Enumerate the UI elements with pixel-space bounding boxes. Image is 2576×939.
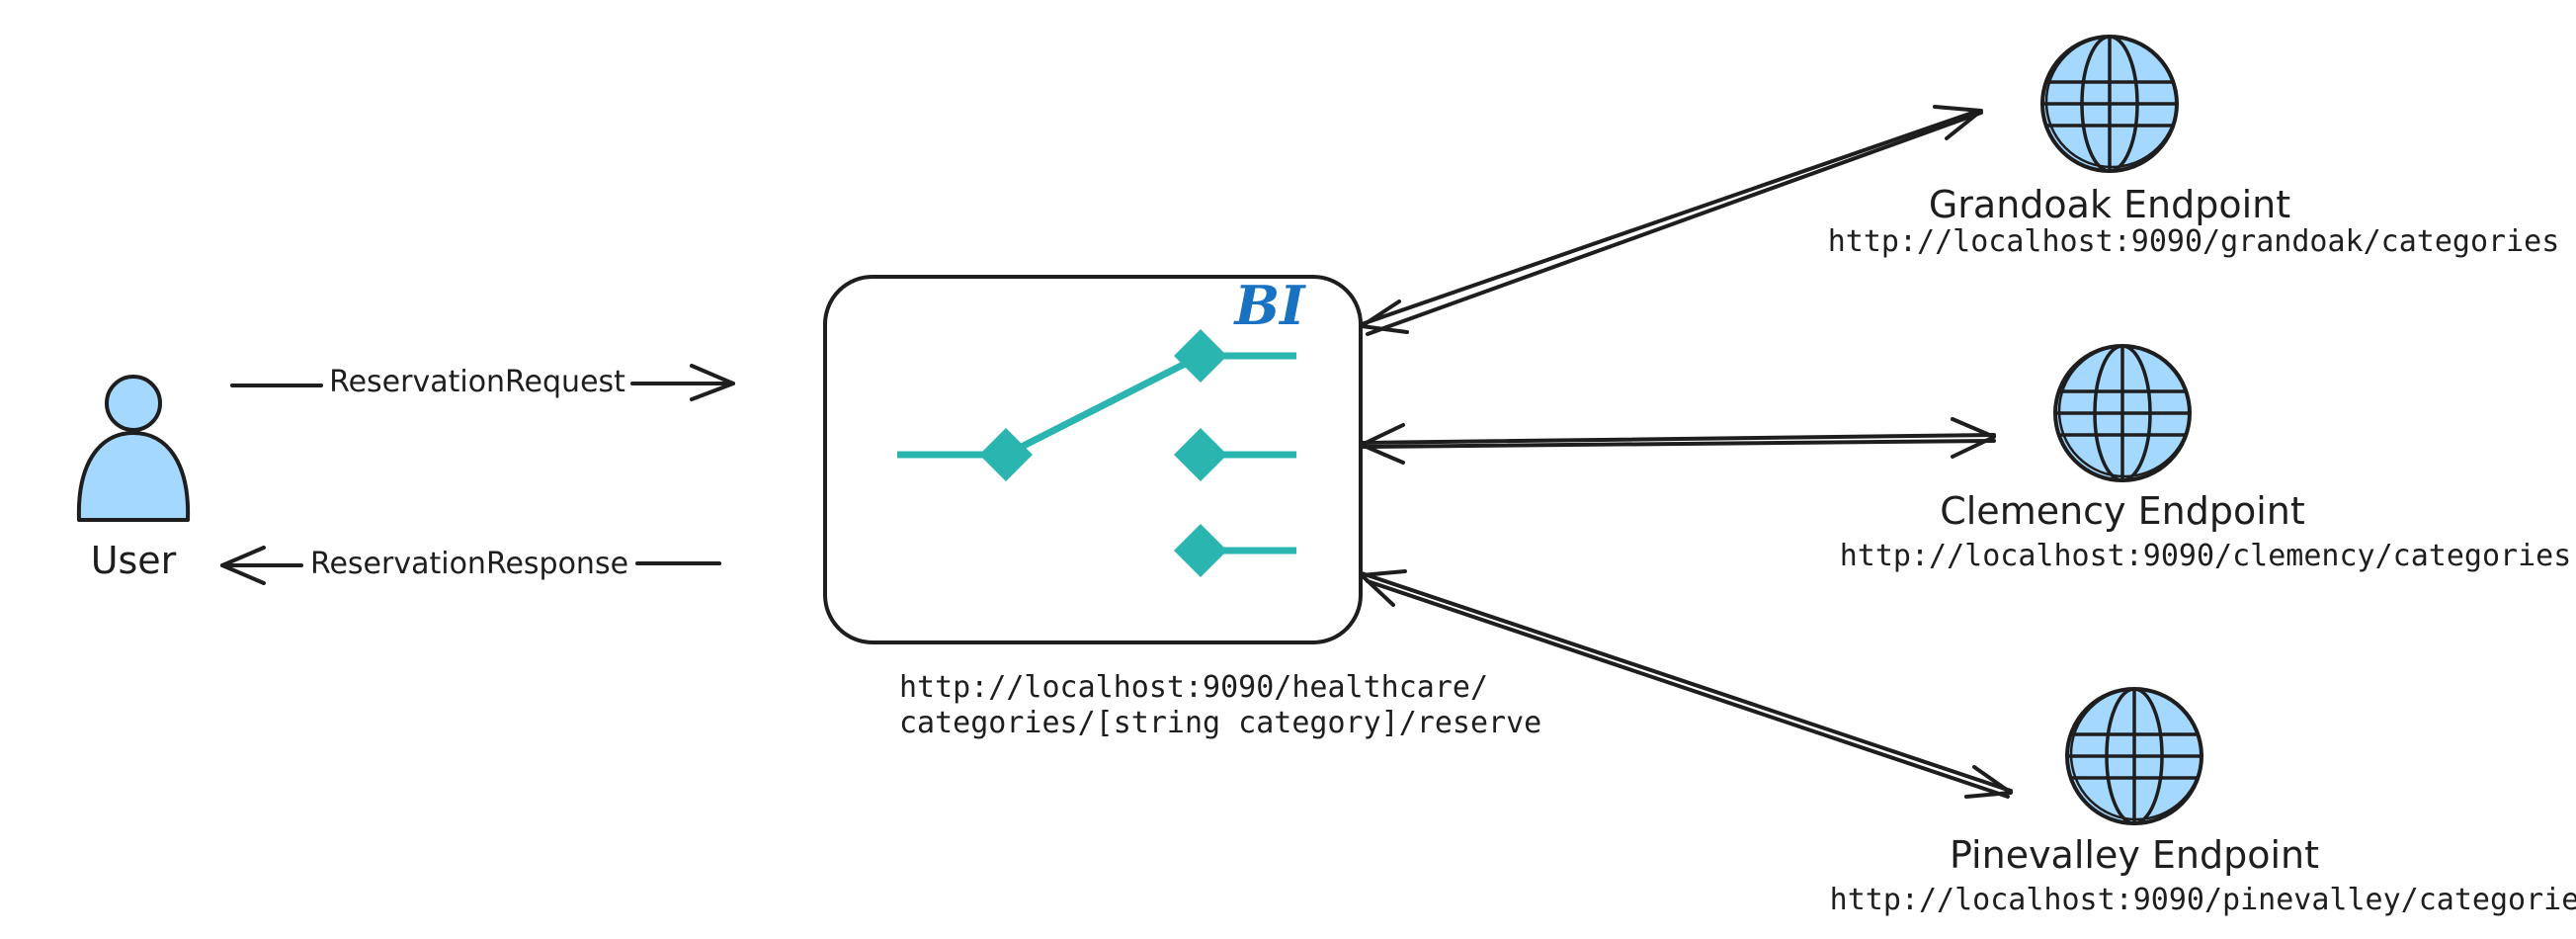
endpoint-name: Pinevalley Endpoint (1950, 833, 2319, 877)
router-input-node-icon (979, 428, 1033, 481)
endpoint-url: http://localhost:9090/pinevalley/categor… (1830, 883, 2576, 917)
user-actor: User (76, 375, 191, 582)
globe-icon (2065, 687, 2203, 825)
service-url-line1: http://localhost:9090/healthcare/ (899, 670, 1488, 705)
endpoint-grandoak: Grandoak Endpoint http://localhost:9090/… (1828, 35, 2560, 259)
response-arrow: ReservationResponse (220, 546, 721, 585)
router-switch-icon (897, 329, 1296, 577)
endpoint-clemency: Clemency Endpoint http://localhost:9090/… (1840, 344, 2572, 573)
router-output-node-icon (1174, 428, 1227, 481)
globe-icon (2053, 344, 2192, 482)
endpoint-pinevalley: Pinevalley Endpoint http://localhost:909… (1830, 687, 2576, 917)
endpoint-name: Grandoak Endpoint (1929, 183, 2290, 226)
endpoint-name: Clemency Endpoint (1940, 489, 2305, 533)
user-body-icon (76, 431, 191, 522)
request-arrow-label: ReservationRequest (329, 365, 625, 399)
endpoint-url: http://localhost:9090/grandoak/categorie… (1828, 224, 2560, 259)
service-box: BI http://localhost:9090/healthcare/ cat… (823, 274, 1541, 740)
service-url-line2: categories/[string category]/reserve (899, 706, 1541, 740)
endpoint-arrows (1360, 105, 2013, 799)
service-badge: BI (1233, 274, 1307, 337)
globe-icon (2040, 35, 2179, 173)
endpoint-url: http://localhost:9090/clemency/categorie… (1840, 539, 2572, 573)
router-output-node-icon (1174, 329, 1227, 383)
request-arrow: ReservationRequest (230, 364, 735, 401)
router-output-node-icon (1174, 524, 1227, 577)
user-label: User (91, 539, 177, 582)
user-head-icon (105, 375, 162, 432)
response-arrow-label: ReservationResponse (310, 547, 628, 581)
